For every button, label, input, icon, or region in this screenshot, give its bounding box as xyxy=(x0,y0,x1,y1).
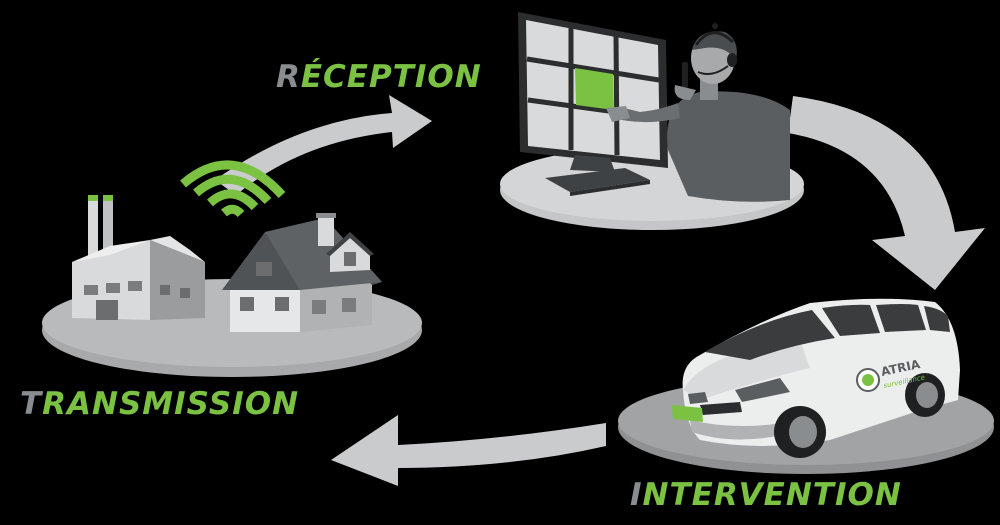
stage-rest: NTERVENTION xyxy=(642,477,902,513)
wireless-signal-icon xyxy=(180,160,286,218)
transmission-scene xyxy=(42,160,422,377)
stage-rest: ÉCEPTION xyxy=(300,59,482,95)
security-car-icon: ATRIA surveillance xyxy=(672,298,960,458)
factory-icon xyxy=(72,195,205,320)
intervention-scene: ATRIA surveillance xyxy=(618,298,994,474)
license-plate xyxy=(672,405,703,422)
keyboard-icon xyxy=(545,168,650,196)
arrow-transmission-to-reception xyxy=(215,95,432,195)
stage-initial: T xyxy=(20,386,43,422)
stage-initial: I xyxy=(630,477,643,513)
stage-rest: RANSMISSION xyxy=(42,386,300,422)
operator-icon xyxy=(606,23,790,202)
cycle-arrow-icon xyxy=(215,95,985,486)
stage-label-transmission: TRANSMISSION xyxy=(20,389,299,420)
stage-initial: R xyxy=(276,59,301,95)
stage-label-reception: RÉCEPTION xyxy=(276,62,482,93)
reception-scene xyxy=(500,12,804,230)
house-icon xyxy=(222,213,382,332)
arrow-intervention-to-transmission xyxy=(331,415,606,486)
arrow-reception-to-intervention xyxy=(788,96,985,290)
monitor-wall-icon xyxy=(518,12,668,172)
stage-label-intervention: INTERVENTION xyxy=(630,480,902,511)
